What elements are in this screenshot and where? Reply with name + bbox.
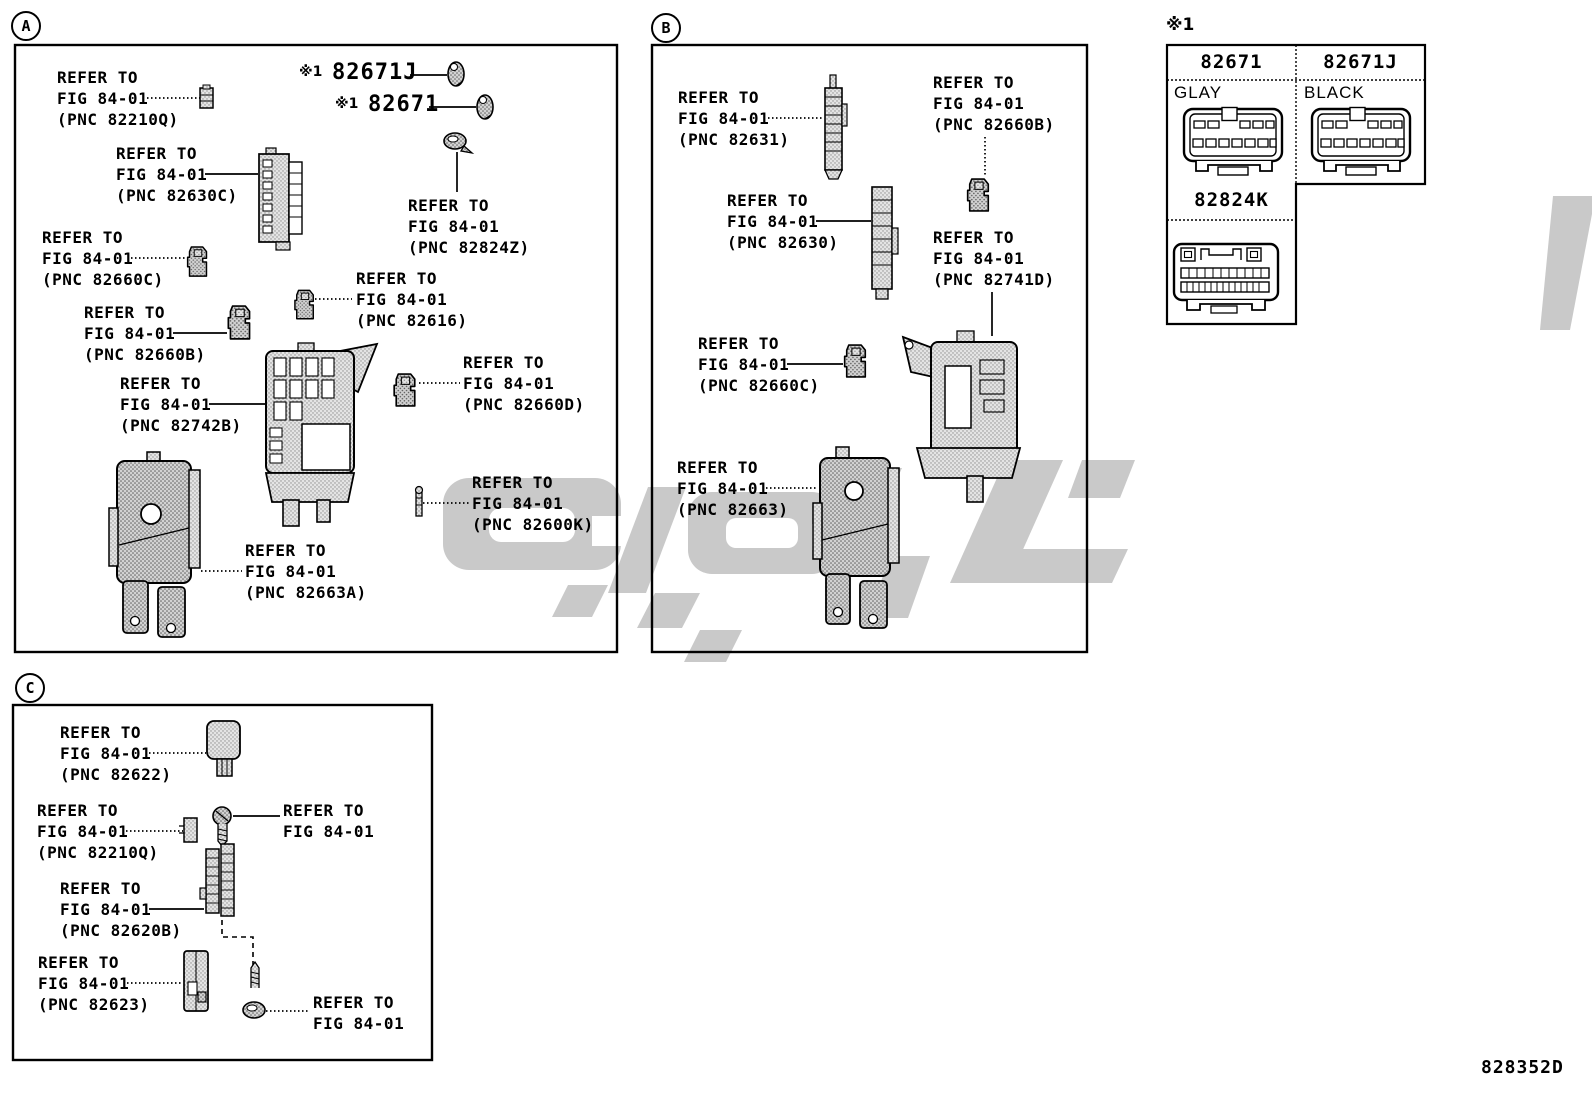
part-82663a-bracket bbox=[108, 451, 201, 638]
part-82663-bracket bbox=[812, 446, 900, 629]
part-82824z-clip bbox=[443, 132, 475, 155]
part-82742b-junction-block bbox=[264, 342, 379, 527]
part-82660c-clip-b bbox=[843, 344, 867, 378]
part-screw-top bbox=[212, 806, 232, 847]
table-note-marker: ※1 bbox=[1166, 15, 1195, 35]
color-label-glay: GLAY bbox=[1174, 83, 1223, 102]
part-82630-strip bbox=[871, 186, 899, 300]
part-screw-bottom bbox=[242, 960, 266, 1019]
part-82616-clip bbox=[294, 289, 315, 320]
leader-lines bbox=[126, 74, 993, 1012]
part-number: 82671J bbox=[332, 60, 418, 85]
callout-82671: ※1 82671 bbox=[335, 92, 439, 117]
table-header-82671: 82671 bbox=[1200, 51, 1263, 73]
part-82630c-connector bbox=[258, 147, 303, 251]
callout-82671j: ※1 82671J bbox=[299, 60, 417, 85]
panel-a-badge: A bbox=[11, 11, 41, 41]
panel-b-badge: B bbox=[651, 13, 681, 43]
diagram-code: 828352D bbox=[1481, 1057, 1564, 1078]
panel-c-badge: C bbox=[15, 673, 45, 703]
part-82660c-clip-a bbox=[186, 246, 208, 277]
connector-82671j-drawing bbox=[1310, 106, 1412, 177]
color-label-black: BLACK bbox=[1304, 83, 1365, 102]
part-82620b-connector bbox=[199, 843, 235, 917]
table-header-82671j: 82671J bbox=[1323, 51, 1398, 73]
connector-82671-drawing bbox=[1182, 106, 1284, 177]
note-marker: ※1 bbox=[335, 96, 359, 112]
part-82671-grommet bbox=[476, 94, 494, 120]
part-82210q-c bbox=[179, 817, 198, 843]
panel-b-frame bbox=[650, 43, 1089, 654]
part-82622-relay bbox=[206, 720, 241, 777]
part-number: 82671 bbox=[368, 92, 440, 117]
part-82671j-grommet bbox=[447, 61, 465, 87]
note-marker: ※1 bbox=[299, 64, 323, 80]
part-82660d-clip bbox=[393, 373, 416, 407]
panel-c-frame bbox=[11, 703, 434, 1062]
part-82600k-pin bbox=[414, 485, 424, 517]
connector-table-frame bbox=[1165, 43, 1427, 326]
panel-a-frame bbox=[13, 43, 619, 654]
part-82623 bbox=[183, 950, 209, 1012]
part-82660b-clip-a bbox=[227, 305, 251, 340]
part-82631-strip bbox=[823, 74, 848, 180]
connector-82824k-drawing bbox=[1172, 242, 1280, 315]
part-82210q-a bbox=[199, 84, 214, 109]
part-82660b-clip-b bbox=[966, 178, 990, 212]
table-header-82824k: 82824K bbox=[1194, 189, 1269, 211]
part-82741d-junction-block bbox=[901, 330, 1022, 503]
